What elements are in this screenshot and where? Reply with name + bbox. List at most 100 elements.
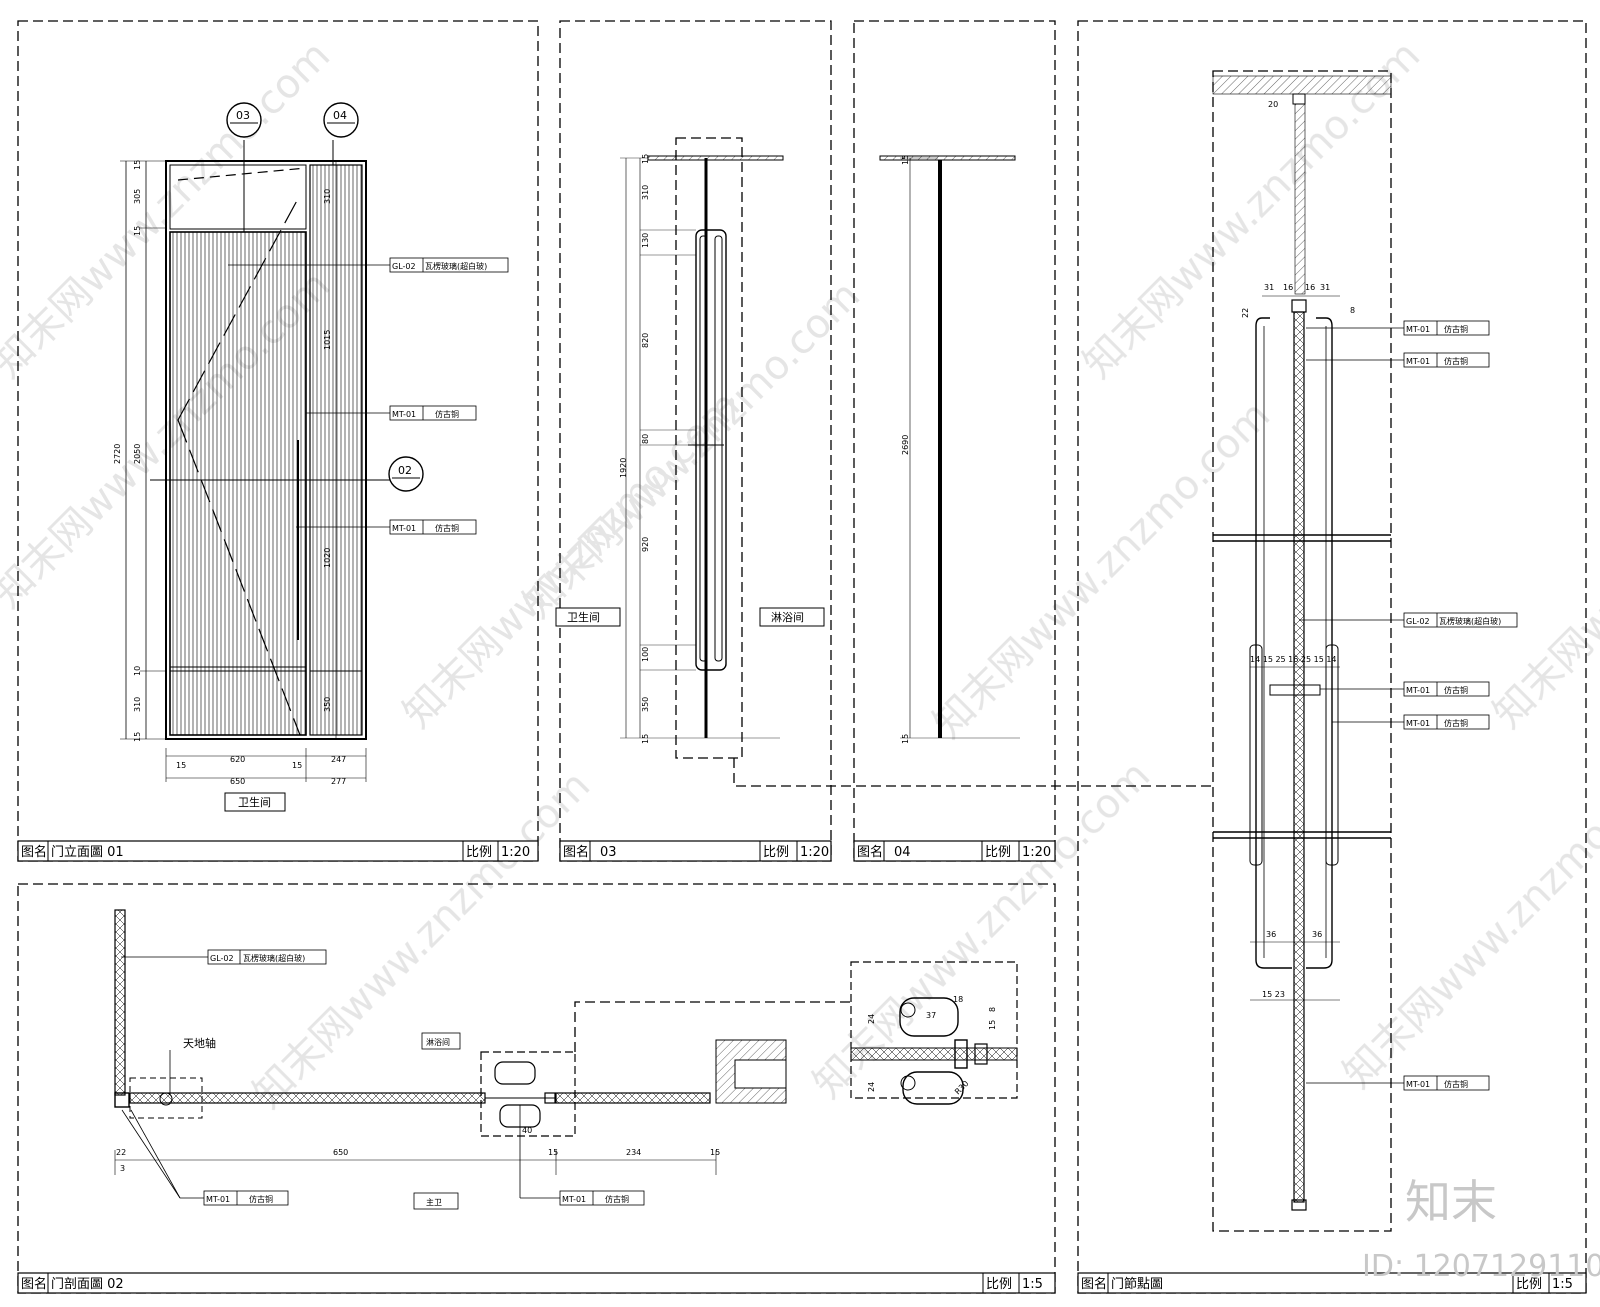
svg-text:MT-01: MT-01 — [206, 1195, 230, 1204]
svg-text:卫生间: 卫生间 — [238, 795, 271, 809]
svg-text:1:5: 1:5 — [1552, 1277, 1573, 1292]
svg-text:310: 310 — [323, 189, 332, 204]
svg-text:40: 40 — [522, 1126, 532, 1135]
svg-text:14 15 25 16 25 15 14: 14 15 25 16 25 15 14 — [1250, 655, 1337, 664]
svg-text:31: 31 — [1264, 283, 1274, 292]
svg-text:ID: 1207129110: ID: 1207129110 — [1362, 1249, 1600, 1284]
title-scale-label: 比例 — [466, 845, 492, 860]
svg-text:03: 03 — [600, 845, 617, 860]
svg-text:MT-01: MT-01 — [1406, 686, 1430, 695]
title-bar-section-03: 图名 03 比例 1:20 — [559, 840, 832, 862]
svg-text:02: 02 — [398, 464, 412, 477]
svg-text:1:5: 1:5 — [1022, 1277, 1043, 1292]
svg-text:15: 15 — [133, 226, 142, 236]
svg-text:234: 234 — [626, 1148, 641, 1157]
svg-text:比例: 比例 — [763, 845, 789, 860]
svg-text:知末网www.znzmo.com: 知末网www.znzmo.com — [1485, 383, 1600, 738]
svg-text:门節點圖: 门節點圖 — [1111, 1277, 1163, 1292]
svg-text:24: 24 — [867, 1082, 876, 1092]
title-bar-plan-02: 图名 门剖面圖 02 比例 1:5 — [17, 1272, 1056, 1294]
svg-text:15: 15 — [133, 160, 142, 170]
svg-text:R30: R30 — [953, 1079, 971, 1097]
svg-text:知末网www.znzmo.com: 知末网www.znzmo.com — [1335, 743, 1600, 1098]
elevation-01-dimensions: 15 305 15 2720 2050 10 310 15 310 1015 1… — [113, 160, 346, 786]
svg-text:卫生间: 卫生间 — [567, 610, 600, 624]
svg-text:37: 37 — [926, 1011, 936, 1020]
svg-text:1920: 1920 — [619, 458, 628, 478]
svg-text:知末网www.znzmo.com: 知末网www.znzmo.com — [245, 763, 600, 1118]
svg-text:MT-01: MT-01 — [1406, 719, 1430, 728]
svg-text:31: 31 — [1320, 283, 1330, 292]
svg-text:650: 650 — [230, 777, 245, 786]
svg-text:04: 04 — [894, 845, 911, 860]
brand-watermark: 知末 ID: 1207129110 — [1362, 1175, 1600, 1284]
svg-text:仿古铜: 仿古铜 — [1444, 356, 1468, 366]
svg-text:15: 15 — [901, 155, 910, 165]
svg-text:18: 18 — [953, 995, 963, 1004]
svg-text:16: 16 — [1305, 283, 1315, 292]
svg-text:图名: 图名 — [857, 844, 883, 860]
svg-text:1:20: 1:20 — [1022, 845, 1051, 860]
svg-text:36: 36 — [1266, 930, 1276, 939]
svg-text:350: 350 — [641, 697, 650, 712]
svg-text:知末: 知末 — [1405, 1175, 1497, 1229]
svg-text:仿古铜: 仿古铜 — [249, 1194, 273, 1204]
detail-drawing — [1212, 70, 1404, 1232]
svg-text:130: 130 — [641, 233, 650, 248]
section-04-drawing — [879, 155, 1020, 739]
elevation-01-drawing — [120, 140, 392, 782]
title-bar-elevation-01: 图名 门立面圖 01 比例 1:20 — [17, 840, 539, 862]
svg-text:15: 15 — [988, 1020, 997, 1030]
svg-text:1015: 1015 — [323, 330, 332, 350]
svg-text:820: 820 — [641, 333, 650, 348]
svg-text:10: 10 — [133, 666, 142, 676]
callout-03 — [226, 102, 262, 138]
svg-text:36: 36 — [1312, 930, 1322, 939]
svg-text:15 23: 15 23 — [1262, 990, 1285, 999]
svg-text:15: 15 — [176, 761, 186, 770]
svg-text:图名: 图名 — [1081, 1276, 1107, 1292]
svg-text:8: 8 — [988, 1007, 997, 1012]
svg-text:GL-02: GL-02 — [1406, 617, 1430, 626]
detail-material-tags: MT-01 仿古铜 MT-01 仿古铜 GL-02 瓦楞玻璃(超白玻) MT-0… — [1403, 320, 1518, 1091]
svg-text:瓦楞玻璃(超白玻): 瓦楞玻璃(超白玻) — [425, 261, 487, 271]
plan-02-drawing — [114, 909, 1018, 1199]
svg-text:15: 15 — [901, 734, 910, 744]
svg-text:MT-01: MT-01 — [1406, 1080, 1430, 1089]
svg-text:15: 15 — [548, 1148, 558, 1157]
svg-text:MT-01: MT-01 — [392, 524, 416, 533]
svg-text:GL-02: GL-02 — [392, 262, 416, 271]
svg-text:310: 310 — [133, 697, 142, 712]
svg-text:350: 350 — [323, 697, 332, 712]
svg-text:277: 277 — [331, 777, 346, 786]
svg-text:MT-01: MT-01 — [562, 1195, 586, 1204]
title-bar-section-04: 图名 04 比例 1:20 — [853, 840, 1056, 862]
svg-text:比例: 比例 — [1516, 1277, 1542, 1292]
svg-text:仿古铜: 仿古铜 — [605, 1194, 629, 1204]
svg-text:100: 100 — [641, 647, 650, 662]
title-bar-detail: 图名 门節點圖 比例 1:5 — [1077, 1272, 1587, 1294]
svg-text:瓦楞玻璃(超白玻): 瓦楞玻璃(超白玻) — [1439, 616, 1501, 626]
svg-text:15: 15 — [292, 761, 302, 770]
svg-text:图名: 图名 — [563, 844, 589, 860]
svg-text:比例: 比例 — [985, 845, 1011, 860]
title-scale: 1:20 — [501, 845, 530, 860]
svg-text:天地轴: 天地轴 — [183, 1036, 216, 1050]
plan-02-labels: GL-02 瓦楞玻璃(超白玻) 天地轴 淋浴间 主卫 MT-01 仿古铜 MT-… — [116, 949, 997, 1210]
svg-text:247: 247 — [331, 755, 346, 764]
svg-text:2690: 2690 — [901, 435, 910, 455]
svg-text:2720: 2720 — [113, 444, 122, 464]
svg-text:305: 305 — [133, 189, 142, 204]
elevation-01-callouts: 03 04 02 — [226, 102, 424, 492]
svg-text:3: 3 — [120, 1164, 125, 1173]
svg-text:310: 310 — [641, 185, 650, 200]
svg-text:15: 15 — [133, 732, 142, 742]
section-03-labels: 卫生间 淋浴间 310 130 820 80 1920 920 100 350 … — [555, 154, 825, 744]
svg-text:920: 920 — [641, 537, 650, 552]
svg-text:仿古铜: 仿古铜 — [1444, 685, 1468, 695]
callout-04 — [323, 102, 359, 138]
svg-text:22: 22 — [1241, 308, 1250, 318]
svg-text:650: 650 — [333, 1148, 348, 1157]
svg-text:主卫: 主卫 — [426, 1197, 442, 1207]
svg-text:仿古铜: 仿古铜 — [1444, 324, 1468, 334]
